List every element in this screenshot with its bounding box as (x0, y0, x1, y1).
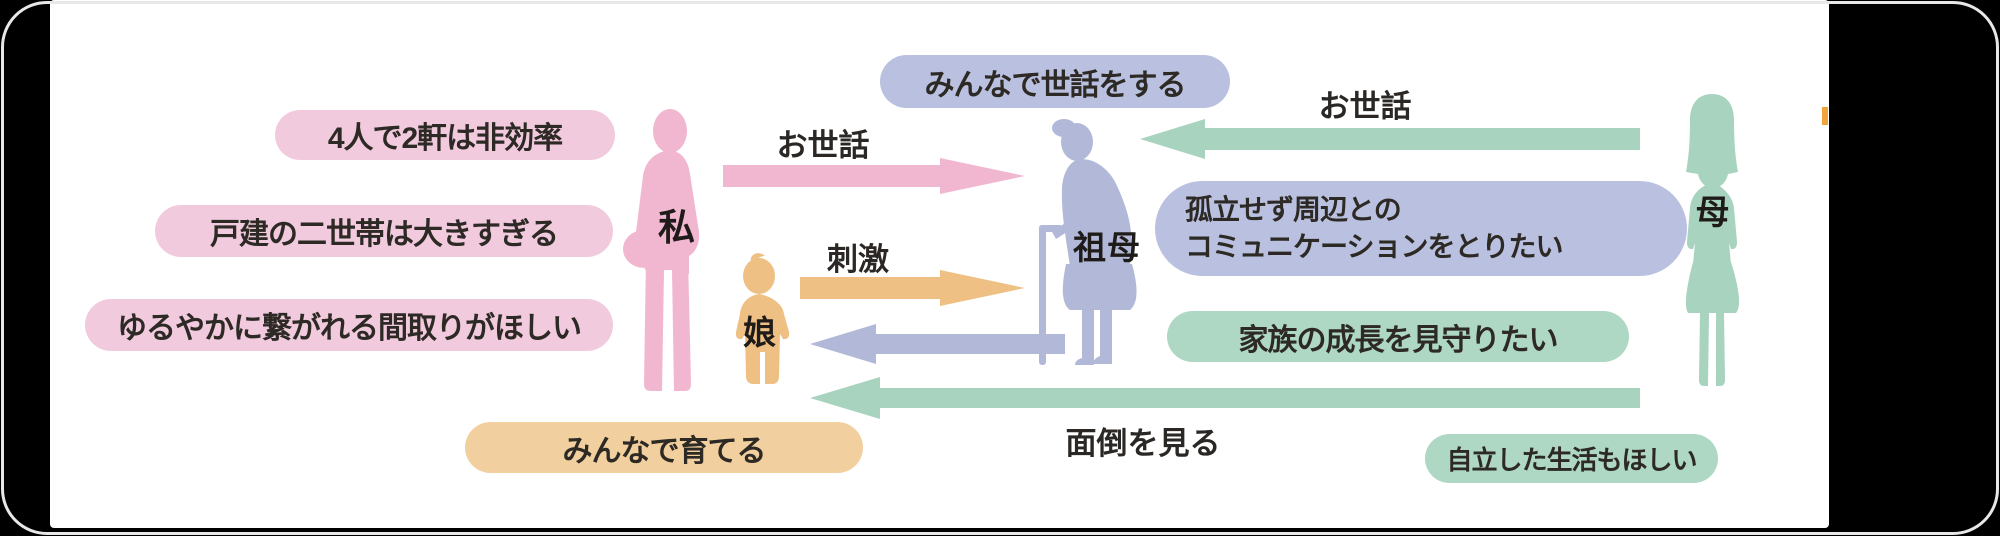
bubble-floorplan: ゆるやかに繋がれる間取りがほしい (85, 299, 613, 351)
bubble-inefficient: 4人で2軒は非効率 (275, 110, 615, 160)
watashi-label: 私 (658, 207, 696, 248)
sobo-label: 祖母 (1073, 229, 1141, 266)
arrow-label-shigeki: 刺激 (827, 242, 889, 277)
bubble-independent-life: 自立した生活もほしい (1425, 434, 1718, 483)
haha-figure (1685, 94, 1740, 386)
bubble-raise-together: みんなで育てる (465, 422, 863, 473)
arrow-musume-to-sobo (800, 270, 1025, 306)
arrow-haha-to-sobo (1140, 119, 1640, 159)
bubble-communication-line2: コミュニケーションをとりたい (1185, 230, 1563, 262)
bubble-communication: 孤立せず周辺との コミュニケーションをとりたい (1155, 181, 1687, 276)
musume-label: 娘 (743, 314, 777, 351)
sobo-figure (1039, 119, 1137, 365)
bubble-too-big: 戸建の二世帯は大きすぎる (155, 205, 613, 257)
arrow-label-mendou: 面倒を見る (1065, 426, 1221, 461)
watashi-figure (623, 109, 700, 391)
arrow-label-osewa-left: お世話 (776, 128, 870, 163)
bubble-communication-line1: 孤立せず周辺との (1185, 193, 1402, 225)
arrow-watashi-to-sobo (723, 158, 1025, 194)
arrow-haha-to-musume (810, 377, 1640, 419)
bubble-care-together: みんなで世話をする (880, 55, 1230, 108)
bubble-watch-growth: 家族の成長を見守りたい (1167, 311, 1629, 362)
haha-label: 母 (1695, 194, 1731, 232)
right-edge-orange-marker (1822, 107, 1828, 125)
arrow-sobo-to-musume (810, 324, 1065, 364)
arrow-label-osewa-right: お世話 (1318, 89, 1412, 124)
musume-figure (735, 253, 790, 384)
